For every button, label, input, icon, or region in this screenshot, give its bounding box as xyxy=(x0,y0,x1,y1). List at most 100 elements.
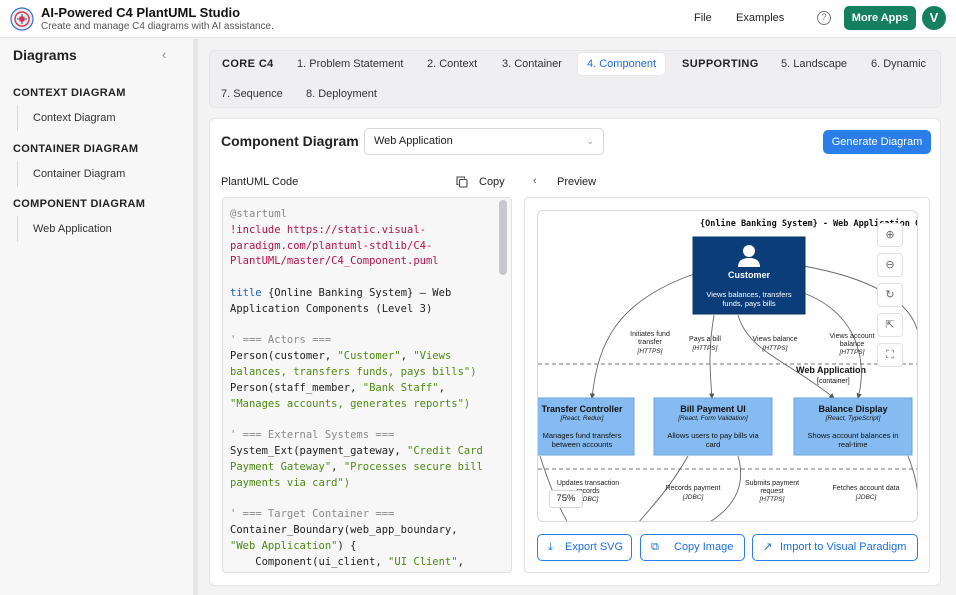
tab-sequence[interactable]: 7. Sequence xyxy=(212,83,292,105)
container-select[interactable]: Web Application ⌄ xyxy=(364,128,604,155)
examples-menu[interactable]: Examples xyxy=(736,12,784,24)
tab-deployment[interactable]: 8. Deployment xyxy=(297,83,386,105)
copy-image-button[interactable]: ⧉ Copy Image xyxy=(640,534,745,561)
sidebar-item-web-application[interactable]: Web Application xyxy=(17,216,177,242)
code-line: Person(staff_member, "Bank Staff", xyxy=(230,381,500,397)
file-menu[interactable]: File xyxy=(694,12,712,24)
tab-component[interactable]: 4. Component xyxy=(578,53,665,75)
code-line: Payment Gateway", "Processes secure bill xyxy=(230,460,500,476)
tab-container[interactable]: 3. Container xyxy=(493,53,571,75)
component-name: Transfer Controller xyxy=(541,404,623,414)
sidebar-item-container-diagram[interactable]: Container Diagram xyxy=(17,161,177,187)
relation-tech: [HTTPS] xyxy=(692,345,718,352)
code-token: , xyxy=(331,461,344,473)
code-token: ) { xyxy=(337,540,356,552)
code-line: Person(customer, "Customer", "Views xyxy=(230,349,500,365)
help-icon[interactable]: ? xyxy=(817,11,831,25)
code-token: Person(customer, xyxy=(230,350,337,362)
code-line: paradigm.com/plantuml-stdlib/C4- xyxy=(230,239,500,255)
chevron-left-icon[interactable]: ‹ xyxy=(533,175,537,187)
chevron-down-icon: ⌄ xyxy=(586,129,594,154)
user-avatar[interactable]: V xyxy=(922,6,946,30)
relation-tech: [JDBC] xyxy=(682,494,704,501)
section-component: COMPONENT DIAGRAM xyxy=(13,198,145,210)
person-desc: funds, pays bills xyxy=(722,299,776,308)
external-link-icon: ↗ xyxy=(763,535,772,560)
tab-problem-statement[interactable]: 1. Problem Statement xyxy=(288,53,412,75)
code-line: "Web Application") { xyxy=(230,539,500,555)
component-desc: Allows users to pay bills via xyxy=(667,431,759,440)
copy-code-button[interactable]: Copy xyxy=(479,176,505,188)
zoom-in-icon[interactable]: ⊕ xyxy=(877,223,903,247)
component-name: Bill Payment UI xyxy=(680,404,746,414)
code-line: "React", "Frontend interface for xyxy=(230,570,500,573)
relation-label: Views account xyxy=(829,333,874,340)
reset-zoom-icon[interactable]: ↻ xyxy=(877,283,903,307)
code-token: {Online Banking System} – Web xyxy=(268,287,451,299)
tab-group-supporting: SUPPORTING xyxy=(682,53,759,75)
sidebar-item-context-diagram[interactable]: Context Diagram xyxy=(17,105,177,131)
boundary-label: Web Application xyxy=(796,365,866,375)
tab-dynamic[interactable]: 6. Dynamic xyxy=(862,53,935,75)
export-svg-button[interactable]: ⤓ Export SVG xyxy=(537,534,632,561)
code-line: System_Ext(payment_gateway, "Credit Card xyxy=(230,444,500,460)
copy-icon[interactable] xyxy=(456,176,468,188)
person-icon xyxy=(743,245,755,257)
component-tech: [React, Redux] xyxy=(560,415,604,422)
relation-line xyxy=(908,456,918,511)
section-context: CONTEXT DIAGRAM xyxy=(13,87,126,99)
code-token: "Credit Card xyxy=(407,445,483,457)
code-line xyxy=(230,491,500,507)
fit-screen-icon[interactable]: ⇱ xyxy=(877,313,903,337)
component-desc: Shows account balances in xyxy=(808,431,899,440)
container-select-value: Web Application xyxy=(374,135,453,147)
code-line: @startuml xyxy=(230,207,500,223)
relation-label: balance xyxy=(840,341,865,348)
fullscreen-icon[interactable]: ⛶ xyxy=(877,343,903,367)
import-visual-paradigm-button[interactable]: ↗ Import to Visual Paradigm xyxy=(752,534,918,561)
code-token: title xyxy=(230,287,268,299)
relation-label: Records payment xyxy=(666,485,721,492)
code-line: Container_Boundary(web_app_boundary, xyxy=(230,523,500,539)
code-lines[interactable]: @startuml!include https://static.visual-… xyxy=(230,207,500,573)
component-name: Balance Display xyxy=(818,404,887,414)
collapse-sidebar-icon[interactable]: ‹ xyxy=(162,47,166,62)
zoom-out-icon[interactable]: ⊖ xyxy=(877,253,903,277)
component-desc: card xyxy=(706,440,721,449)
code-token: "Views xyxy=(413,350,451,362)
relation-label: Views balance xyxy=(752,336,797,343)
code-token: Component(ui_client, xyxy=(230,556,388,568)
sidebar-scrollbar[interactable] xyxy=(194,39,198,595)
plantuml-code-editor[interactable]: @startuml!include https://static.visual-… xyxy=(222,197,512,573)
code-line xyxy=(230,412,500,428)
component-desc: Manages fund transfers xyxy=(543,431,622,440)
relation-tech: [HTTPS] xyxy=(759,496,785,503)
copy-image-icon: ⧉ xyxy=(651,535,659,560)
generate-diagram-button[interactable]: Generate Diagram xyxy=(823,130,931,154)
code-token: Person(staff_member, xyxy=(230,382,363,394)
code-token: System_Ext(payment_gateway, xyxy=(230,445,407,457)
preview-label: Preview xyxy=(557,176,596,188)
section-container: CONTAINER DIAGRAM xyxy=(13,143,138,155)
diagram-svg: {Online Banking System} - Web Applicatio… xyxy=(538,211,918,522)
app-subtitle: Create and manage C4 diagrams with AI as… xyxy=(41,21,274,32)
code-token: "Customer" xyxy=(337,350,400,362)
more-apps-button[interactable]: More Apps xyxy=(844,6,916,30)
diagram-canvas[interactable]: {Online Banking System} - Web Applicatio… xyxy=(537,210,918,522)
relation-tech: [HTTPS] xyxy=(839,349,865,356)
code-scrollbar[interactable] xyxy=(499,200,507,275)
app-header: AI-Powered C4 PlantUML Studio Create and… xyxy=(0,0,956,38)
sidebar-title: Diagrams xyxy=(13,47,77,63)
code-line: "Manages accounts, generates reports") xyxy=(230,397,500,413)
relation-label: Updates transaction xyxy=(557,480,619,487)
code-line: balances, transfers funds, pays bills") xyxy=(230,365,500,381)
person-name: Customer xyxy=(728,270,771,280)
component-desc: real-time xyxy=(838,440,867,449)
zoom-level-badge: 75% xyxy=(549,490,583,508)
code-line xyxy=(230,318,500,334)
code-line: ' === Actors === xyxy=(230,333,500,349)
code-line: title {Online Banking System} – Web xyxy=(230,286,500,302)
relation-line xyxy=(710,315,714,398)
tab-landscape[interactable]: 5. Landscape xyxy=(772,53,856,75)
tab-context[interactable]: 2. Context xyxy=(418,53,486,75)
